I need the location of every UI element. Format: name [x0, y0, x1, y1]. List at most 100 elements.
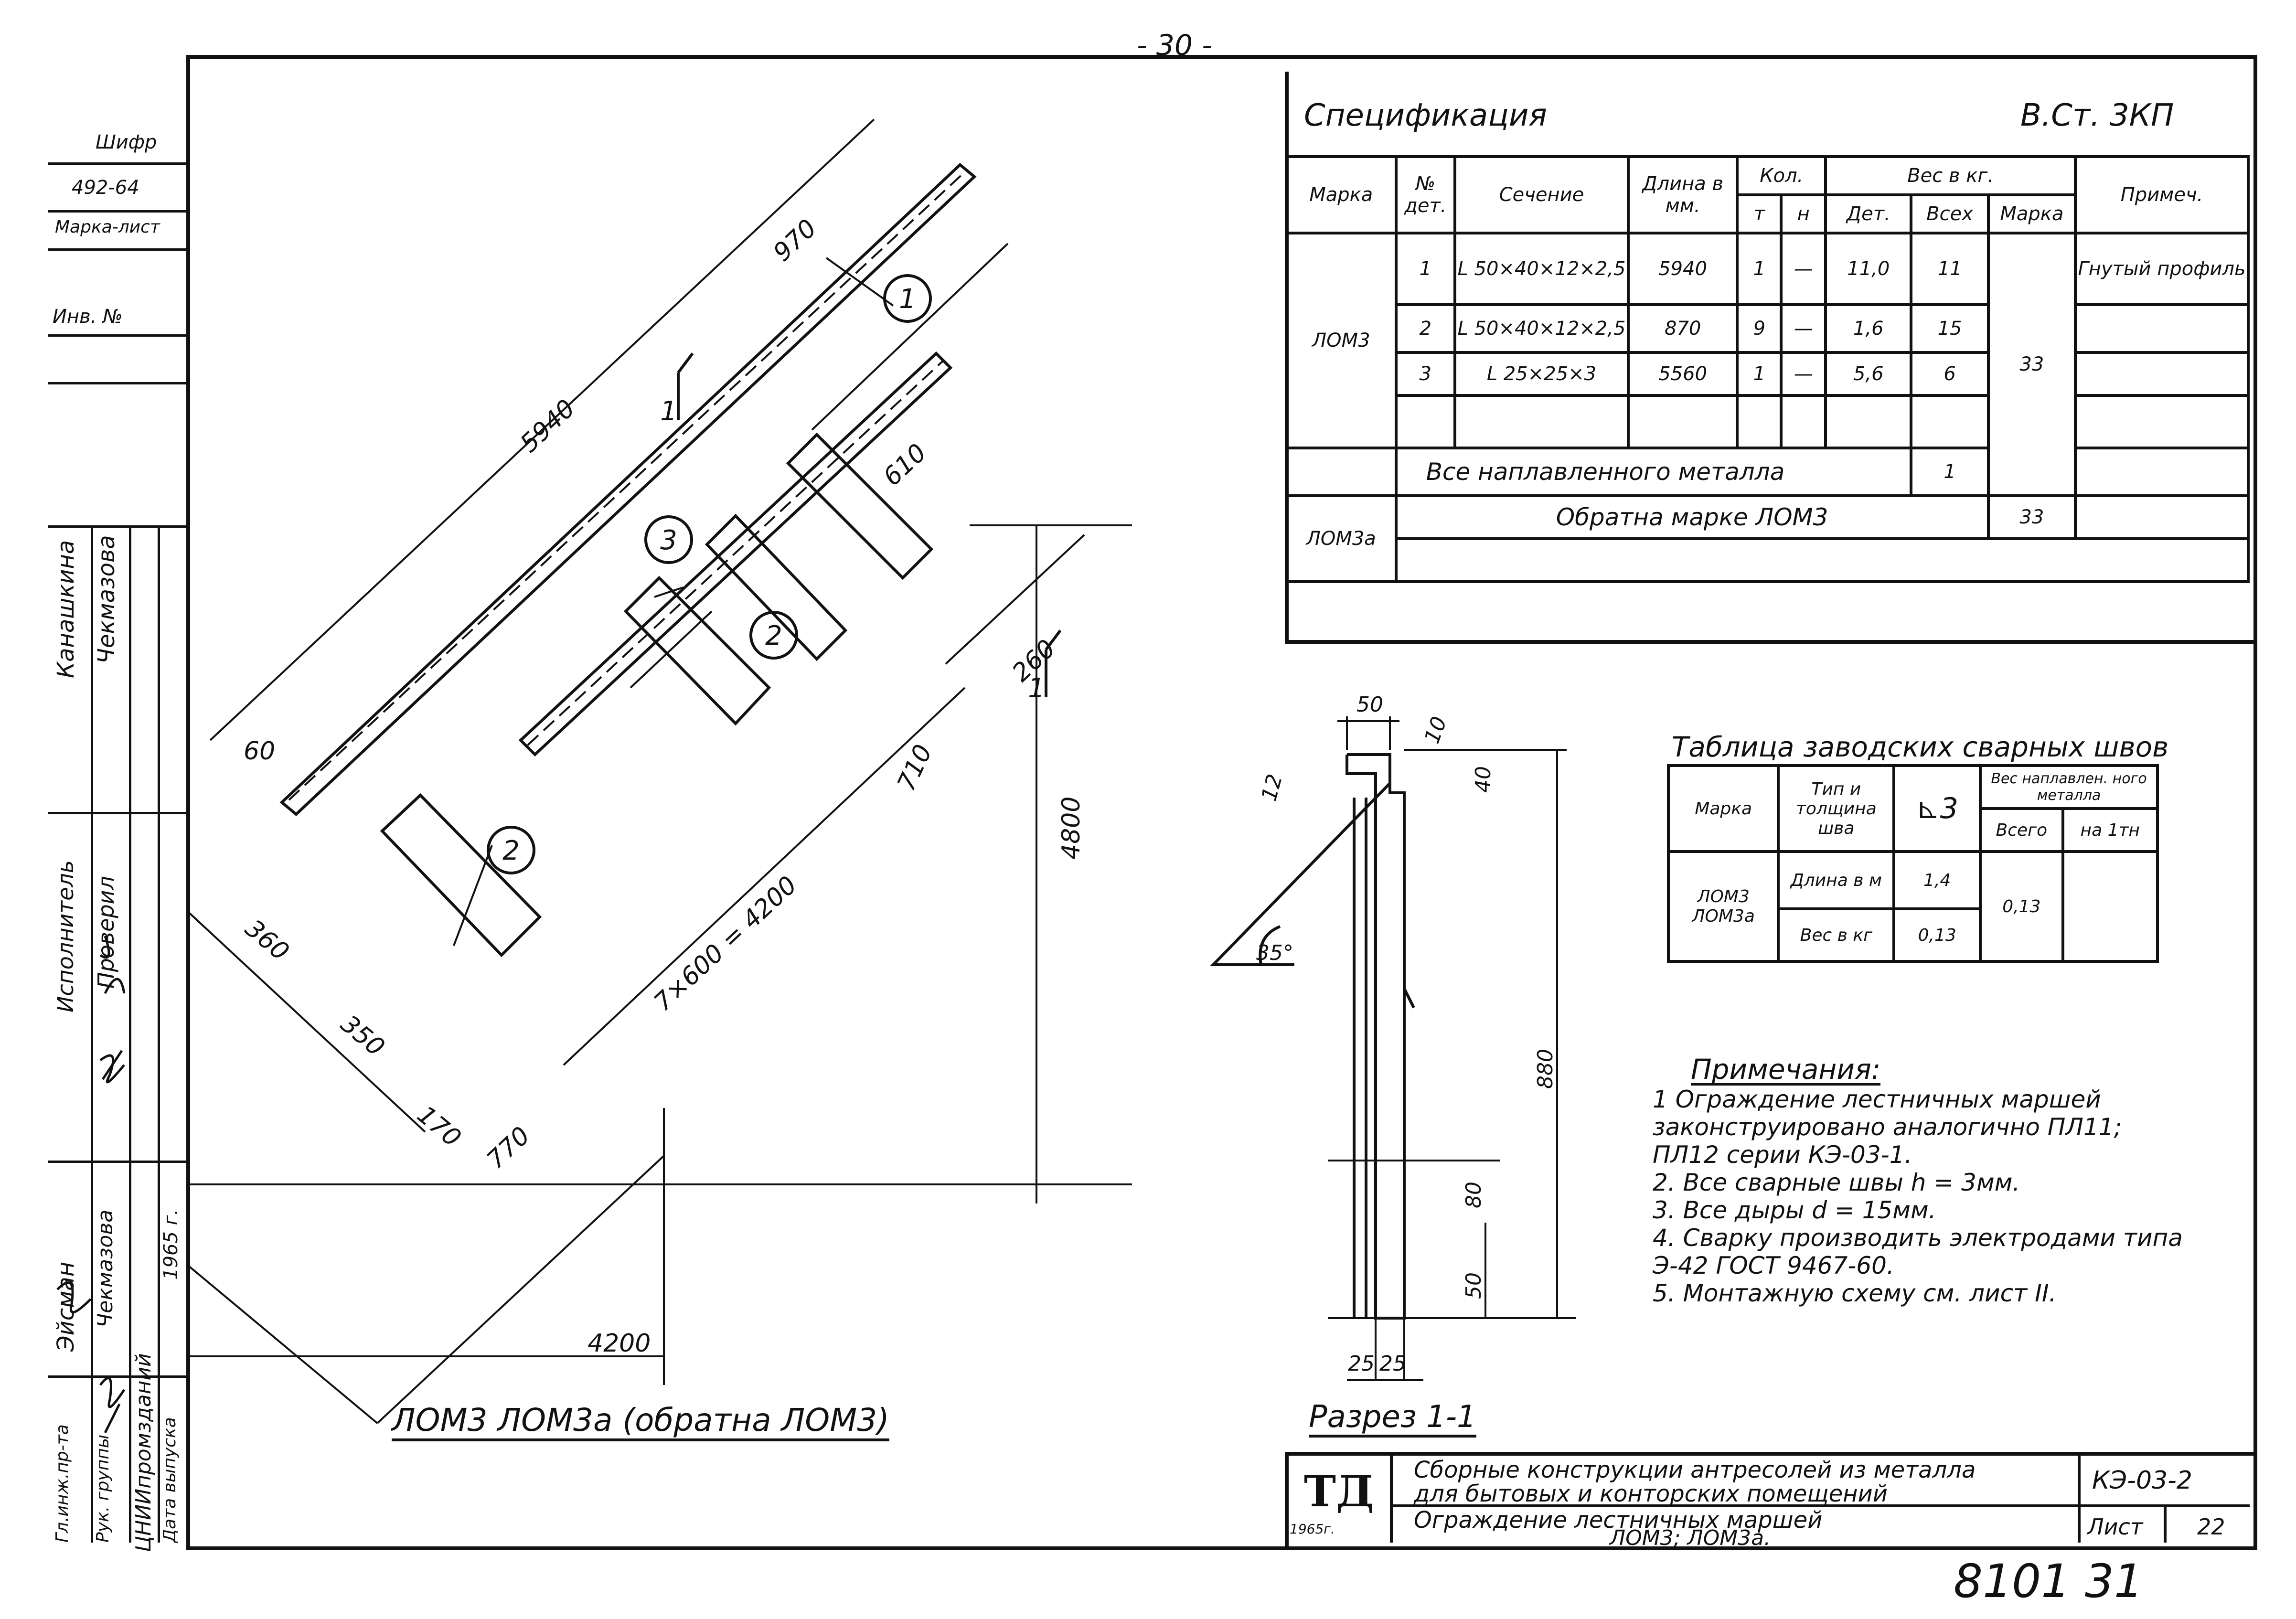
top-rail [279, 162, 977, 817]
cell-n: — [1794, 363, 1813, 385]
callout-2b [487, 826, 535, 874]
section-mark-2: 1 [1028, 673, 1045, 704]
dim-350: 350 [335, 1010, 390, 1062]
sec-dim-35: 35° [1256, 941, 1293, 965]
dim-60: 60 [244, 737, 275, 766]
title-line-2: для бытовых и конторских помещений [1414, 1481, 1888, 1507]
title-block [1285, 1452, 2253, 1546]
note-3: 3. Все дыры d = 15мм. [1653, 1196, 1936, 1224]
h-det-no: № дет. [1404, 173, 1447, 217]
post-4 [705, 513, 848, 661]
section-caption: Разрез 1-1 [1309, 1399, 1476, 1438]
spec-marka-2-weight: 33 [2019, 506, 2044, 528]
h-w-all: Всех [1926, 203, 1973, 225]
title-line-1: Сборные конструкции антресолей из металл… [1414, 1457, 1976, 1483]
w-row2-value: 0,13 [1918, 925, 1956, 945]
notes: Примечания: 1 Ограждение лестничных марш… [1653, 1055, 2188, 1307]
cell-no: 2 [1419, 318, 1432, 340]
h-weight: Вес в кг. [1907, 165, 1994, 187]
callout-3-label: 3 [660, 525, 677, 556]
w-row1-label: Длина в м [1790, 870, 1882, 890]
cell-t: 1 [1753, 363, 1766, 385]
cell-section: L 50×40×12×2,5 [1457, 318, 1626, 340]
cell-all: 6 [1944, 363, 1956, 385]
cell-n: — [1794, 258, 1813, 280]
middle-rail [518, 351, 953, 757]
cell-n: — [1794, 318, 1813, 340]
frame [186, 55, 2257, 1550]
cell-section: L 25×25×3 [1486, 363, 1597, 385]
list-label: Лист [2087, 1514, 2143, 1540]
callout-2a [749, 611, 798, 660]
callout-1-label: 1 [899, 284, 916, 315]
stamp-number: 8101 31 [1954, 1555, 2143, 1608]
h-t: т [1753, 203, 1765, 225]
callout-1 [883, 274, 932, 323]
note-5: 5. Монтажную схему см. лист II. [1653, 1279, 2057, 1307]
cell-note: Гнутый профиль [2078, 258, 2246, 280]
h-note: Примеч. [2120, 184, 2203, 206]
spec-marka-weight: 33 [2019, 353, 2044, 375]
person-1: Канашкина [53, 540, 79, 678]
callout-2b-label: 2 [502, 835, 520, 866]
railing-drawing: 5940 970 610 260 710 7×600 = 4200 4800 6… [186, 118, 1132, 1424]
dim-770: 770 [481, 1121, 536, 1175]
cell-det: 1,6 [1853, 318, 1884, 340]
dim-360: 360 [240, 914, 295, 967]
notes-title: Примечания: [1691, 1053, 1881, 1086]
h-section: Сечение [1499, 184, 1584, 206]
h-marka: Марка [1309, 184, 1373, 206]
note-4: 4. Сварку производить электродами типа Э… [1653, 1224, 2183, 1279]
cell-section: L 50×40×12×2,5 [1457, 258, 1626, 280]
table-row: ЛОМ3 1 L 50×40×12×2,5 5940 1 — 11,0 11 3… [1285, 232, 2250, 497]
note-2: 2. Все сварные швы h = 3мм. [1653, 1169, 2020, 1196]
spec-marka-1: ЛОМ3 [1312, 330, 1370, 351]
sec-dim-40: 40 [1471, 766, 1495, 793]
left-strip: Шифр 492-64 Марка-лист Инв. № Канашкина … [48, 124, 186, 1552]
sec-dim-25a: 25 [1348, 1352, 1375, 1376]
sec-dim-50a: 50 [1356, 692, 1383, 717]
dim-970: 970 [768, 214, 822, 267]
cell-det: 11,0 [1847, 258, 1890, 280]
w-row2-label: Вес в кг [1800, 925, 1873, 945]
w-h-type: Тип и толщина шва [1795, 779, 1877, 838]
cell-det: 5,6 [1853, 363, 1884, 385]
weld-title: Таблица заводских сварных швов [1672, 731, 2169, 763]
inv-no: Инв. № [53, 306, 123, 328]
cell-t: 1 [1753, 258, 1766, 280]
signatures [56, 936, 126, 1434]
w-h-marka: Марка [1695, 799, 1752, 819]
title-line-3: Ограждение лестничных маршей [1414, 1507, 1823, 1534]
cell-length: 870 [1664, 318, 1701, 340]
cell-length: 5940 [1658, 258, 1708, 280]
w-row1-value: 1,4 [1923, 870, 1951, 890]
sec-dim-80: 80 [1462, 1182, 1486, 1208]
dim-170: 170 [412, 1100, 467, 1153]
dim-4200: 4200 [587, 1329, 651, 1358]
sec-dim-10: 10 [1420, 714, 1452, 747]
section-mark-1: 1 [660, 396, 677, 427]
cell-all: 11 [1937, 258, 1962, 280]
cell-all: 15 [1937, 318, 1962, 340]
cell-no: 3 [1419, 363, 1432, 385]
dim-4800: 4800 [1057, 797, 1086, 860]
spec-marka-2: ЛОМ3а [1306, 528, 1376, 550]
section-view: 50 10 40 12 35° 880 80 50 25 25 [1209, 692, 1576, 1381]
note-1: 1 Ограждение лестничных маршей законстру… [1653, 1086, 2122, 1169]
callout-2a-label: 2 [765, 620, 782, 651]
weld-row: Все наплавленного металла [1426, 458, 1785, 486]
table-row: 2 L 50×40×12×2,5 870 9 — 1,6 15 [1286, 303, 2250, 354]
sec-dim-880: 880 [1533, 1049, 1558, 1089]
doc-code: КЭ-03-2 [2092, 1466, 2193, 1495]
w-h-total: Всего [1996, 820, 2048, 840]
w-h-weight: Вес наплавлен. ного металла [1991, 770, 2147, 804]
spec-title: Спецификация [1304, 98, 1547, 133]
h-w-marka: Марка [2000, 203, 2064, 225]
weld-table: Марка Тип и толщина шва ⊾3 Вес наплавлен… [1666, 764, 2159, 963]
logo-year: 1965г. [1290, 1521, 1335, 1537]
drawing-caption: ЛОМ3 ЛОМ3а (обратна ЛОМ3) [392, 1402, 889, 1441]
weld-value: 1 [1944, 461, 1956, 483]
sec-dim-50b: 50 [1462, 1272, 1486, 1299]
w-h-per-t: на 1тн [2080, 820, 2140, 840]
post-1 [380, 793, 542, 958]
